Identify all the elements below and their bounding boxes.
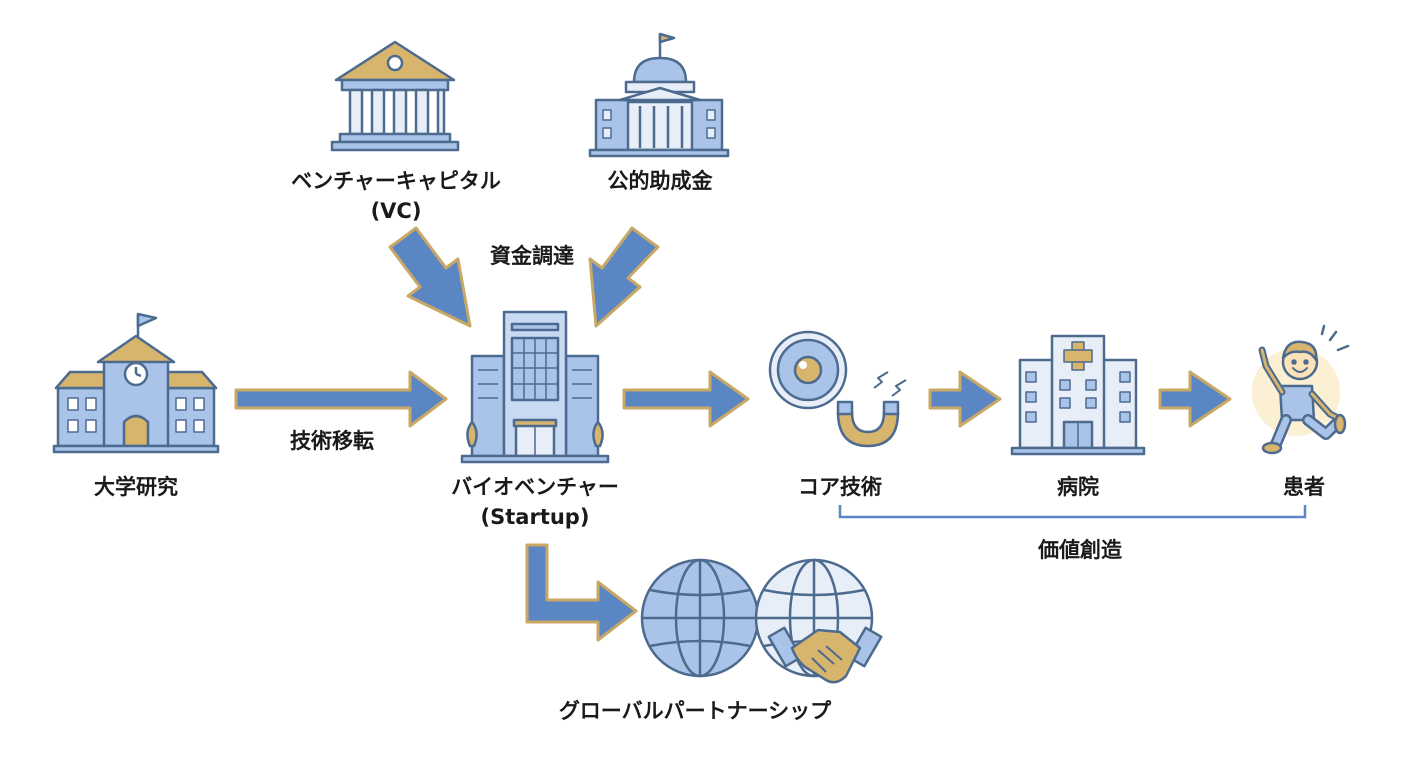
- tech-transfer-label: 技術移転: [290, 429, 374, 453]
- globe-icon: [640, 558, 760, 678]
- petri-dish-icon: [768, 330, 848, 410]
- patient-label: 患者: [1283, 475, 1325, 499]
- arrow-vc-to-startup: [388, 226, 472, 328]
- global-partnership-label: グローバルパートナーシップ: [558, 699, 832, 723]
- bank-icon: [330, 40, 460, 152]
- arrow-startup-to-global: [525, 543, 638, 642]
- hospital-icon: [1010, 334, 1146, 456]
- handshake-icon: [767, 626, 883, 684]
- happy-patient-icon: [1252, 324, 1350, 455]
- vc-label: ベンチャーキャピタル: [291, 169, 501, 193]
- value-creation-label: 価値創造: [1038, 538, 1122, 562]
- vc-sublabel: (VC): [370, 199, 422, 223]
- arrow-hospital-to-patient: [1158, 370, 1232, 428]
- grant-label: 公的助成金: [607, 169, 713, 193]
- startup-sublabel: (Startup): [480, 505, 590, 529]
- magnet-icon: [836, 371, 907, 448]
- arrow-university-to-startup: [234, 370, 448, 428]
- university-icon: [52, 312, 220, 454]
- arrow-coretech-to-hospital: [928, 370, 1002, 428]
- capitol-icon: [588, 32, 730, 158]
- office-building-icon: [460, 310, 610, 464]
- value-creation-bracket: [838, 505, 1307, 519]
- hospital-label: 病院: [1057, 475, 1099, 499]
- arrow-grant-to-startup: [588, 226, 660, 328]
- core-tech-label: コア技術: [798, 475, 882, 499]
- arrow-startup-to-coretech: [622, 370, 750, 428]
- startup-label: バイオベンチャー: [451, 475, 619, 499]
- university-label: 大学研究: [94, 475, 178, 499]
- funding-label: 資金調達: [490, 244, 574, 268]
